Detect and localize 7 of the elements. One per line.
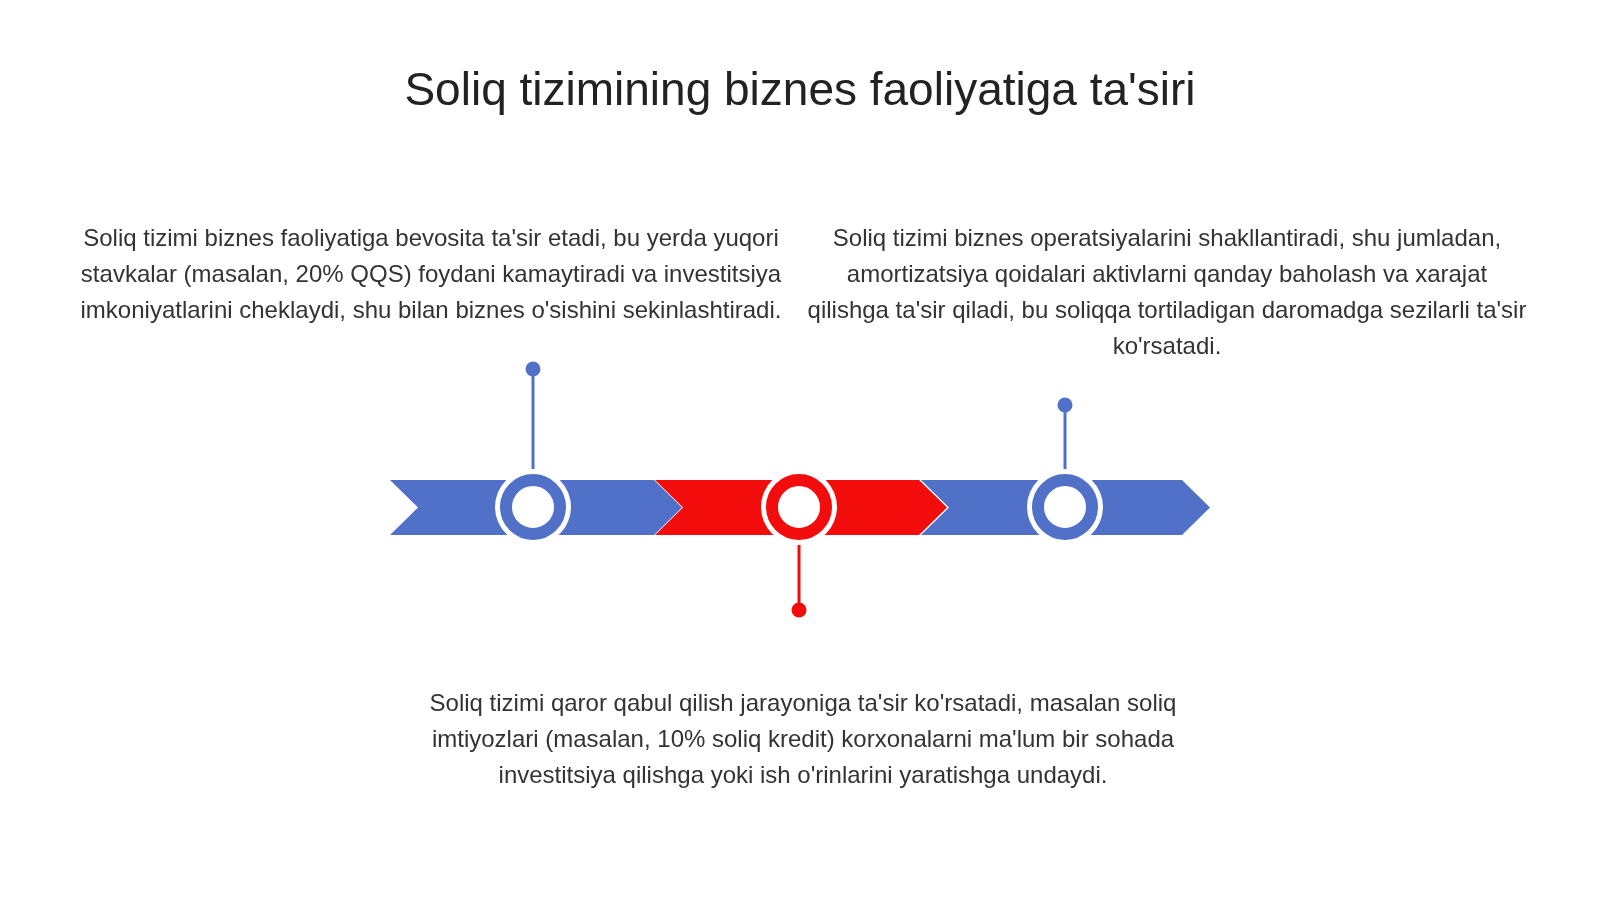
description-text: Soliq tizimi qaror qabul qilish jarayoniga ta'sir ko'rsatadi, masalan soliq imtiyozlari (masalan, 10% soliq kredit) korxonalarni ma'lum bir sohada investitsiya qilishga yoki ish o'rinlarini yaratishga undaydi. [428, 688, 1178, 790]
pin-line [1057, 397, 1073, 469]
pin-line [525, 361, 541, 469]
title: Soliq tizimining biznes faoliyatiga ta'siri [403, 62, 1197, 116]
description-text: Soliq tizimi biznes operatsiyalarini shakllantiradi, shu jumladan, amortizatsiya qoidalari aktivlarni qanday baholash va xarajat qilishga ta'sir qiladi, bu soliqqa tortiladigan daromadga sezilarli ta'sir ko'rsatadi. [807, 223, 1527, 361]
pin-line [791, 545, 807, 618]
description-text: Soliq tizimi biznes faoliyatiga bevosita ta'sir etadi, bu yerda yuqori stavkalar (masalan, 20% QQS) foydani kamaytiradi va investitsiya imkoniyatlarini cheklaydi, shu bilan biznes o'sishini sekinlashtiradi. [79, 223, 783, 325]
